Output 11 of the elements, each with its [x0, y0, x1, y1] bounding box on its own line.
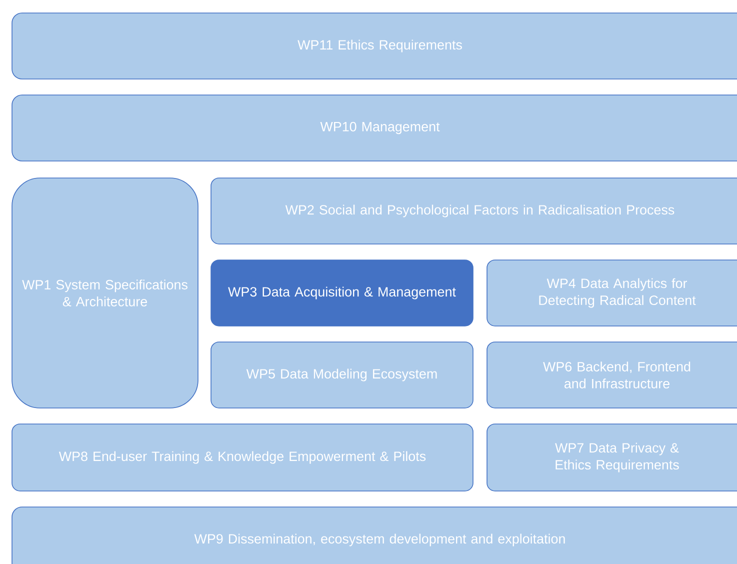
work-package-box: WP5 Data Modeling Ecosystem — [210, 342, 474, 408]
work-package-box: WP11 Ethics Requirements — [12, 12, 737, 80]
work-package-box: WP7 Data Privacy & Ethics Requirements — [486, 424, 737, 492]
work-package-box: WP8 End-user Training & Knowledge Empowerment & Pilots — [12, 424, 474, 492]
work-package-box: WP10 Management — [12, 94, 737, 162]
work-package-box: WP9 Dissemination, ecosystem development and exploitation — [12, 506, 737, 564]
work-package-box: WP2 Social and Psychological Factors in Radicalisation Process — [210, 178, 737, 244]
work-package-box: WP6 Backend, Frontend and Infrastructure — [486, 342, 737, 408]
work-package-box: WP4 Data Analytics for Detecting Radical Content — [486, 260, 737, 326]
work-package-box: WP3 Data Acquisition & Management — [210, 260, 474, 326]
work-package-box: WP1 System Specifications & Architecture — [12, 178, 198, 408]
